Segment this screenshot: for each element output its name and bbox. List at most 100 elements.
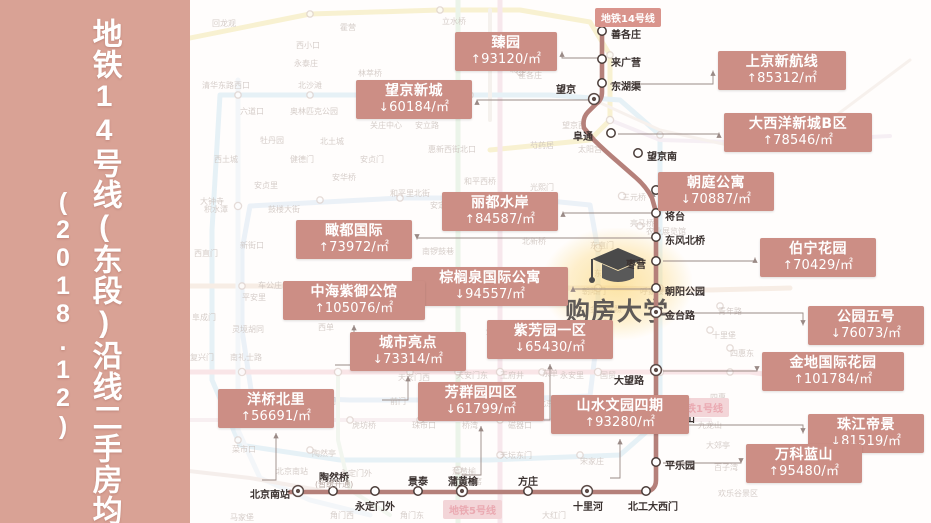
price-callout[interactable]: 朝庭公寓↓70887/㎡ xyxy=(658,172,774,212)
background-station-label: 南礼士路 xyxy=(230,353,262,362)
price-callout[interactable]: 中海紫御公馆↑105076/㎡ xyxy=(283,281,425,321)
callout-price: ↑101784/㎡ xyxy=(770,372,896,388)
interchange-station-core xyxy=(295,488,301,494)
callout-estate-name: 芳群园四区 xyxy=(444,385,518,401)
callout-price-unit: /㎡ xyxy=(431,99,450,115)
callout-price-unit: /㎡ xyxy=(523,51,542,67)
price-callout[interactable]: 万科蓝山↑95480/㎡ xyxy=(746,444,862,484)
callout-price-value: 78546 xyxy=(773,132,816,148)
price-callout[interactable]: 紫芳园一区↓65430/㎡ xyxy=(487,320,613,360)
background-station-label: 西单 xyxy=(318,323,334,332)
background-station-label: 安华桥 xyxy=(332,173,356,182)
callout-price: ↑93120/㎡ xyxy=(463,52,549,68)
callout-price-value: 61799 xyxy=(456,401,499,417)
price-callout[interactable]: 山水文园四期↑93280/㎡ xyxy=(551,395,689,435)
arrow-up-icon: ↑ xyxy=(314,300,325,315)
background-station-label: 积水潭 xyxy=(204,205,228,214)
callout-estate-name: 棕榈泉国际公寓 xyxy=(439,270,541,286)
station-label: 望京南 xyxy=(647,152,677,163)
price-callout[interactable]: 金地国际花园↑101784/㎡ xyxy=(762,352,904,392)
background-station-label: 奥林匹克公园 xyxy=(290,107,338,116)
interchange-station-core xyxy=(591,96,597,102)
station-dot xyxy=(633,148,643,158)
callout-price-unit: /㎡ xyxy=(835,257,854,273)
callout-price: ↓65430/㎡ xyxy=(495,340,605,356)
callout-estate-name: 望京新城 xyxy=(385,83,443,99)
price-callout[interactable]: 丽都水岸↑84587/㎡ xyxy=(442,192,558,232)
station-dot xyxy=(597,78,607,88)
background-station-label: 大郊亭 xyxy=(706,441,730,450)
background-station-label: 鼓楼大街 xyxy=(268,205,300,214)
background-station-label: 永安里 xyxy=(560,371,584,380)
callout-estate-name: 大西洋新城B区 xyxy=(748,116,848,132)
callout-connectors xyxy=(262,51,806,481)
price-callout[interactable]: 洋桥北里↑56691/㎡ xyxy=(218,389,334,429)
price-callout[interactable]: 上京新航线↑85312/㎡ xyxy=(718,51,846,91)
price-callout[interactable]: 臻园↑93120/㎡ xyxy=(455,32,557,72)
station-dot xyxy=(597,54,607,64)
background-station-label: 安贞里 xyxy=(254,181,278,190)
price-callout[interactable]: 伯宁花园↑70429/㎡ xyxy=(760,238,876,278)
station-label: 大望路 xyxy=(614,376,644,387)
background-station-label: 宋家庄 xyxy=(580,457,604,466)
background-station-label: 和平里北街 xyxy=(390,189,430,198)
station-label: 平乐园 xyxy=(665,461,695,472)
station-label: 北工大西门 xyxy=(628,502,678,513)
callout-price-value: 93280 xyxy=(595,414,638,430)
station-label: 朝阳公园 xyxy=(665,287,705,298)
arrow-up-icon: ↑ xyxy=(470,51,482,66)
station-label: 枣营 xyxy=(626,260,646,271)
callout-price: ↑70429/㎡ xyxy=(768,258,868,274)
price-callout[interactable]: 大西洋新城B区↑78546/㎡ xyxy=(724,113,872,153)
background-station-label: 天安门东 xyxy=(456,371,488,380)
page-title: 地铁14号线(东段)沿线二手房均价 xyxy=(87,18,121,523)
background-station-label: 三元桥 xyxy=(622,193,646,202)
price-callout[interactable]: 公园五号↓76073/㎡ xyxy=(808,306,924,346)
background-station-label: 车公庄 xyxy=(258,281,282,290)
background-station-label: 十里堡 xyxy=(712,331,736,340)
background-station-label: 芍药居 xyxy=(530,141,554,150)
background-station-label: 崔各庄 xyxy=(518,71,542,80)
arrow-down-icon: ↓ xyxy=(680,191,692,206)
callout-price-value: 60184 xyxy=(389,99,432,115)
callout-connector xyxy=(560,211,653,217)
arrow-up-icon: ↑ xyxy=(746,70,758,85)
price-callout[interactable]: 城市亮点↓73314/㎡ xyxy=(350,332,466,372)
callout-price-value: 94557 xyxy=(465,286,508,302)
callout-price-unit: /㎡ xyxy=(883,325,902,341)
callout-estate-name: 中海紫御公馆 xyxy=(310,284,398,300)
background-station-label: 天安门西 xyxy=(398,373,430,382)
background-station-label: 太阳宫 xyxy=(578,145,602,154)
arrow-up-icon: ↑ xyxy=(584,414,596,429)
background-station-label: 角门东 xyxy=(400,511,424,520)
subway-map: 回龙观霍营立水桥西小口永泰庄林萃桥北苑清华东路西口北沙滩关庄马泉营崔各庄六道口奥… xyxy=(190,0,931,523)
station-dot xyxy=(651,457,661,467)
callout-price: ↑78546/㎡ xyxy=(732,133,864,149)
background-station-label: 虎坊桥 xyxy=(352,421,376,430)
callout-price: ↓76073/㎡ xyxy=(816,326,916,342)
callout-connector xyxy=(610,70,716,85)
background-station-label: 回龙观 xyxy=(212,19,236,28)
callout-estate-name: 城市亮点 xyxy=(379,335,437,351)
price-callout[interactable]: 棕榈泉国际公寓↓94557/㎡ xyxy=(412,267,568,307)
price-callout[interactable]: 芳群园四区↓61799/㎡ xyxy=(418,382,544,422)
background-station-label: 复兴门 xyxy=(190,353,214,362)
price-callout[interactable]: 瞰都国际↑73972/㎡ xyxy=(296,220,412,260)
background-station-label: 惠新西街北口 xyxy=(428,145,476,154)
background-station-label: 百子湾 xyxy=(714,463,738,472)
callout-connector xyxy=(414,234,653,240)
callout-price-unit: /㎡ xyxy=(637,414,656,430)
callout-estate-name: 金地国际花园 xyxy=(789,355,877,371)
price-callout[interactable]: 望京新城↓60184/㎡ xyxy=(356,80,472,120)
line-badge: 地铁14号线 xyxy=(595,8,661,27)
background-station-label: 蒲黄榆 xyxy=(452,467,476,476)
station-dot xyxy=(641,486,651,496)
callout-price-value: 85312 xyxy=(757,70,800,86)
station-dot xyxy=(597,26,607,36)
background-station-label: 关庄中心 xyxy=(370,121,402,130)
callout-estate-name: 公园五号 xyxy=(837,309,895,325)
background-station-label: 健德门 xyxy=(290,155,314,164)
background-station-label: 光熙门 xyxy=(530,183,554,192)
background-station-label: 牡丹园 xyxy=(260,136,284,145)
background-station-label: 前门 xyxy=(390,397,406,406)
